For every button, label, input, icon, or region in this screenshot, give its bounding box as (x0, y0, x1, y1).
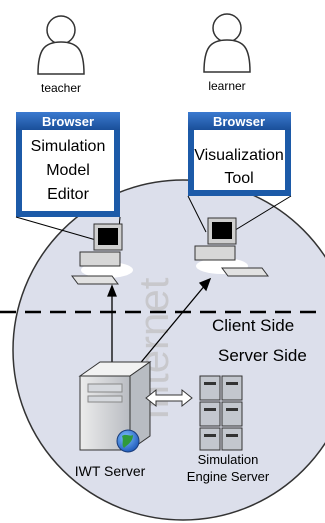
iwt-server-icon (78, 361, 152, 453)
browser-line: Simulation (31, 138, 106, 155)
browser-line: Tool (224, 170, 253, 187)
browser-line: Model (46, 162, 90, 179)
teacher-label: teacher (41, 81, 81, 95)
iwt-server-label: IWT Server (75, 463, 146, 479)
server-side-label: Server Side (218, 346, 307, 365)
simulation-engine-label-line1: Simulation (198, 452, 259, 467)
browser-line: Visualization (194, 147, 284, 164)
client-computer-icon (194, 217, 269, 277)
browser-header: Browser (213, 114, 265, 129)
server-link-arrow (145, 388, 193, 408)
simulation-engine-server-icon (199, 375, 243, 451)
learner-label: learner (208, 79, 245, 93)
client-side-label: Client Side (212, 316, 294, 335)
browser-window-visualization: Browser Visualization Tool (188, 112, 291, 196)
client-computer-icon (71, 223, 133, 285)
simulation-engine-label-line2: Engine Server (187, 469, 270, 484)
teacher-user-icon (37, 15, 85, 75)
browser-line: Editor (47, 186, 89, 203)
learner-user-icon (203, 13, 251, 73)
browser-window-editor: Browser Simulation Model Editor (16, 112, 120, 217)
browser-header: Browser (42, 114, 94, 129)
